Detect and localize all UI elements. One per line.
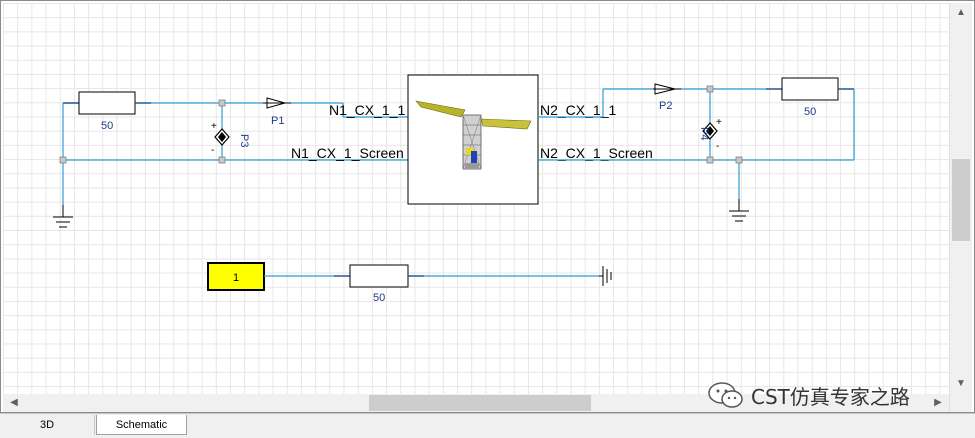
schematic-diagram[interactable]: 50 P1 — [3, 3, 949, 394]
tab-schematic[interactable]: Schematic — [96, 415, 187, 435]
plus-sign: + — [211, 121, 217, 132]
resistor-top-right[interactable]: 50 — [766, 77, 854, 118]
pin-label-n2-signal: N2_CX_1_1 — [540, 102, 616, 118]
minus-sign: - — [716, 141, 719, 152]
view-tab-bar: 3D Schematic — [0, 413, 975, 438]
resistor-bottom[interactable]: 50 — [334, 264, 424, 304]
resistor-top-left[interactable]: 50 — [63, 91, 151, 132]
ground-icon — [599, 266, 612, 286]
vertical-scroll-thumb[interactable] — [952, 159, 970, 241]
port-p2[interactable]: P2 — [653, 83, 681, 112]
voltage-source[interactable]: 1 — [207, 262, 265, 291]
port-p1[interactable]: P1 — [263, 97, 291, 127]
resistor-value-label: 50 — [804, 106, 816, 118]
schematic-canvas[interactable]: 50 P1 — [0, 0, 975, 413]
watermark-text: CST仿真专家之路 — [751, 384, 910, 409]
plus-sign: + — [716, 117, 722, 128]
wechat-icon — [708, 382, 743, 408]
chevron-down-icon[interactable]: ▼ — [956, 378, 966, 389]
pin-label-n2-screen: N2_CX_1_Screen — [540, 145, 653, 161]
chevron-up-icon[interactable]: ▲ — [956, 7, 966, 18]
port-label: P4 — [698, 127, 710, 140]
satellite-model-icon — [415, 100, 532, 170]
vertical-scrollbar[interactable]: ▲ ▼ — [949, 3, 972, 412]
source-label: 1 — [233, 272, 239, 284]
schematic-grid[interactable]: 50 P1 — [3, 3, 949, 394]
resistor-value-label: 50 — [373, 292, 385, 304]
pin-label-n1-screen: N1_CX_1_Screen — [291, 145, 404, 161]
chevron-left-icon[interactable]: ◀ — [10, 397, 18, 408]
chevron-right-icon[interactable]: ▶ — [934, 397, 942, 408]
port-label: P3 — [238, 134, 250, 147]
port-p4[interactable]: + - P4 — [698, 117, 722, 152]
watermark: CST仿真专家之路 — [707, 377, 910, 412]
port-label: P2 — [659, 100, 672, 112]
pin-label-n1-signal: N1_CX_1_1 — [329, 102, 405, 118]
port-label: P1 — [271, 115, 284, 127]
horizontal-scroll-thumb[interactable] — [369, 395, 591, 411]
tab-3d[interactable]: 3D — [0, 415, 95, 435]
ground-icon — [53, 205, 73, 228]
minus-sign: - — [211, 145, 214, 156]
resistor-value-label: 50 — [101, 120, 113, 132]
port-p3[interactable]: + - P3 — [211, 121, 250, 156]
cable-block[interactable]: N1_CX_1_1 N1_CX_1_Screen N2_CX_1_1 N2_CX… — [291, 74, 653, 205]
ground-icon — [729, 199, 749, 222]
